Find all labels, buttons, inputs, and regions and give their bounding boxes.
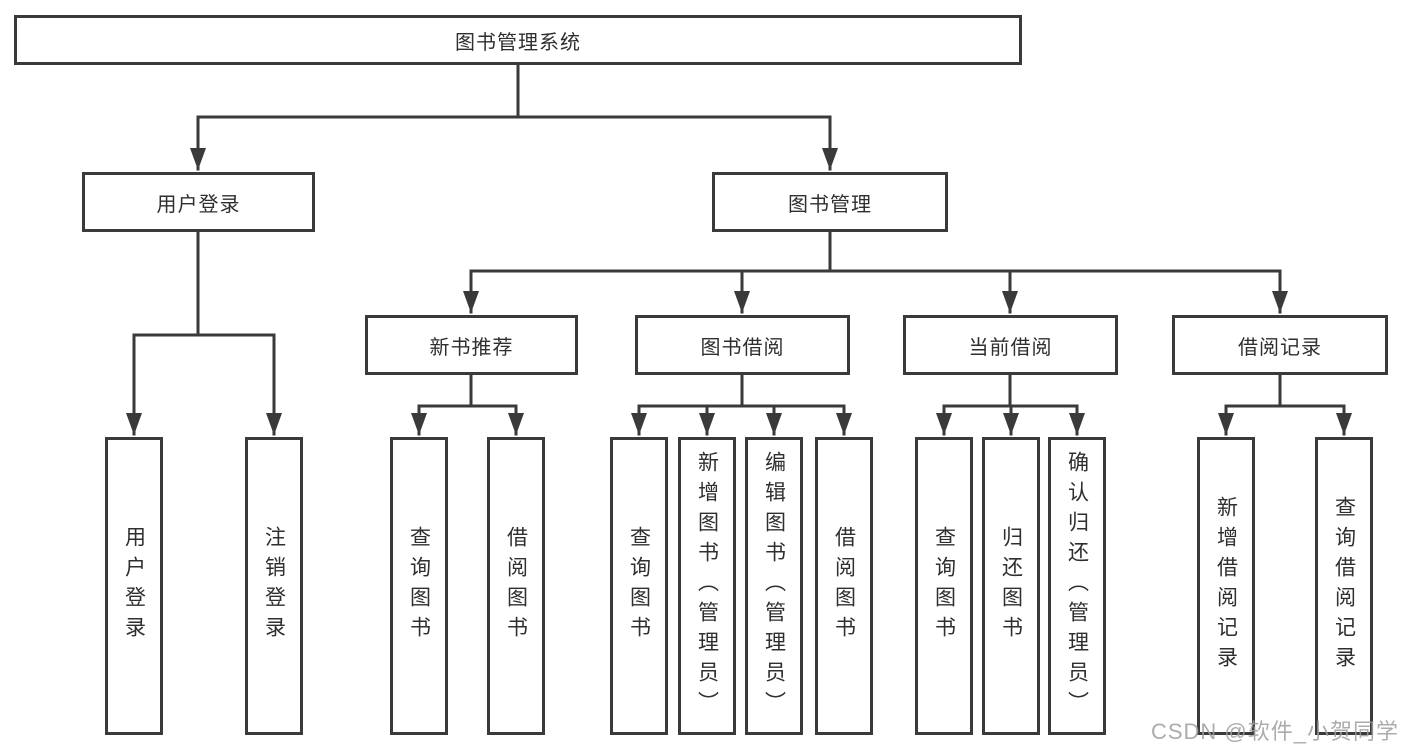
node-user-login: 用户登录 [82,172,315,232]
leaf-confirm-return-admin: 确认归还（管理员） [1048,437,1106,735]
node-new-book-recommendation: 新书推荐 [365,315,578,375]
csdn-watermark: CSDN @软件_小贺同学 [1150,719,1399,744]
node-borrowing-records: 借阅记录 [1172,315,1388,375]
node-label: 图书借阅 [700,336,785,359]
node-label: 新增图书（管理员） [695,451,719,721]
node-label: 图书管理系统 [455,31,581,54]
node-label: 图书管理 [788,193,872,216]
node-label: 借阅图书 [832,526,856,646]
node-label: 确认归还（管理员） [1065,451,1089,721]
node-label: 归还图书 [999,526,1023,646]
node-label: 新增借阅记录 [1214,496,1238,676]
leaf-return-book: 归还图书 [982,437,1040,735]
node-label: 注销登录 [262,526,286,646]
node-library-management-system: 图书管理系统 [14,15,1022,65]
node-label: 借阅记录 [1238,336,1322,359]
leaf-query-books-recommend: 查询图书 [390,437,448,735]
node-label: 当前借阅 [968,336,1053,359]
node-label: 查询图书 [932,526,956,646]
node-book-management: 图书管理 [712,172,948,232]
leaf-query-borrow-record: 查询借阅记录 [1315,437,1373,735]
leaf-query-books-borrowing: 查询图书 [610,437,668,735]
node-label: 查询借阅记录 [1332,496,1356,676]
node-label: 查询图书 [407,526,431,646]
leaf-edit-book-admin: 编辑图书（管理员） [745,437,803,735]
node-label: 新书推荐 [429,336,514,359]
node-label: 编辑图书（管理员） [762,451,786,721]
node-label: 用户登录 [122,526,146,646]
leaf-query-books-current: 查询图书 [915,437,973,735]
leaf-borrow-books-borrowing: 借阅图书 [815,437,873,735]
leaf-logout: 注销登录 [245,437,303,735]
leaf-add-borrow-record: 新增借阅记录 [1197,437,1255,735]
leaf-user-login: 用户登录 [105,437,163,735]
node-label: 查询图书 [627,526,651,646]
node-current-borrowing: 当前借阅 [903,315,1118,375]
leaf-borrow-books-recommend: 借阅图书 [487,437,545,735]
leaf-add-book-admin: 新增图书（管理员） [678,437,736,735]
node-label: 借阅图书 [504,526,528,646]
node-book-borrowing: 图书借阅 [635,315,850,375]
node-label: 用户登录 [156,193,241,216]
